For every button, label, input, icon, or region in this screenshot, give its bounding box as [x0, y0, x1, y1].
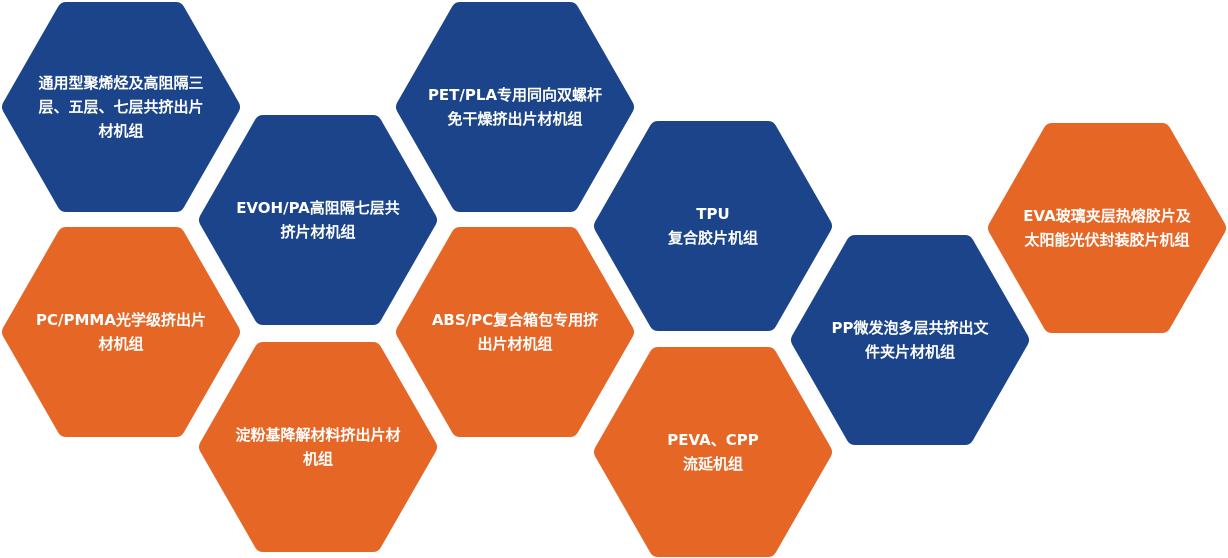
- hexagon-shape: [396, 2, 634, 212]
- hex-tpu: TPU 复合胶片机组: [593, 120, 833, 332]
- label-line: 件夹片材机组: [864, 343, 955, 361]
- label-line: EVA玻璃夹层热熔胶片及: [1023, 207, 1191, 225]
- hexagon-label: TPU 复合胶片机组: [615, 120, 811, 332]
- hexagon-label: 通用型聚烯烃及高阻隔三层、五层、七层共挤出片材机组: [23, 1, 219, 213]
- label-line: 通用型聚烯烃及高阻隔三: [38, 74, 204, 92]
- hexagon-shape: [2, 2, 240, 212]
- label-line: 材机组: [98, 335, 144, 353]
- hex-starch-degradable: 淀粉基降解材料挤出片材机组: [198, 341, 438, 553]
- label-line: ABS/PC复合箱包专用挤: [431, 311, 599, 329]
- label-line: 层、五层、七层共挤出片: [38, 98, 204, 116]
- hexagon-shape: [594, 347, 832, 557]
- hexagon-label: PET/PLA专用同向双螺杆免干燥挤出片材机组: [417, 1, 613, 213]
- label-line: 免干燥挤出片材机组: [447, 110, 583, 128]
- hex-peva-cpp: PEVA、CPP 流延机组: [593, 346, 833, 558]
- hex-evoh-pa: EVOH/PA高阻隔七层共挤片材机组: [198, 114, 438, 326]
- label-line: 挤片材机组: [280, 223, 356, 241]
- hexagon-shape: [396, 227, 634, 437]
- label-line: 淀粉基降解材料挤出片材: [235, 426, 401, 444]
- hex-abs-pc: ABS/PC复合箱包专用挤出片材机组: [395, 226, 635, 438]
- label-line: 材机组: [98, 122, 144, 140]
- hex-eva: EVA玻璃夹层热熔胶片及太阳能光伏封装胶片机组: [987, 122, 1227, 334]
- hexagon-shape: [594, 121, 832, 331]
- hexagon-shape: [791, 235, 1029, 445]
- hexagon-label: EVA玻璃夹层热熔胶片及太阳能光伏封装胶片机组: [1009, 122, 1205, 334]
- label-line: 流延机组: [682, 455, 743, 473]
- label-line: 机组: [302, 450, 333, 468]
- label-line: 出片材机组: [477, 335, 553, 353]
- hex-polyolefin-multilayer: 通用型聚烯烃及高阻隔三层、五层、七层共挤出片材机组: [1, 1, 241, 213]
- hexagon-shape: [2, 227, 240, 437]
- hexagon-label: ABS/PC复合箱包专用挤出片材机组: [417, 226, 613, 438]
- label-line: 复合胶片机组: [667, 229, 758, 247]
- label-line: EVOH/PA高阻隔七层共: [236, 199, 400, 217]
- hexagon-shape: [988, 123, 1226, 333]
- label-line: PC/PMMA光学级挤出片: [36, 311, 206, 329]
- hexagon-label: 淀粉基降解材料挤出片材机组: [220, 341, 416, 553]
- label-line: PET/PLA专用同向双螺杆: [427, 86, 603, 104]
- hexagon-label: PC/PMMA光学级挤出片材机组: [23, 226, 219, 438]
- label-line: 太阳能光伏封装胶片机组: [1024, 231, 1190, 249]
- hexagon-label: PEVA、CPP 流延机组: [615, 346, 811, 558]
- hexagon-shape: [199, 342, 437, 552]
- hex-pc-pmma: PC/PMMA光学级挤出片材机组: [1, 226, 241, 438]
- hex-pet-pla: PET/PLA专用同向双螺杆免干燥挤出片材机组: [395, 1, 635, 213]
- hex-pp-foam: PP微发泡多层共挤出文件夹片材机组: [790, 234, 1030, 446]
- label-line: TPU: [696, 205, 730, 223]
- hexagon-label: EVOH/PA高阻隔七层共挤片材机组: [220, 114, 416, 326]
- label-line: PP微发泡多层共挤出文: [831, 319, 989, 337]
- hexagon-label: PP微发泡多层共挤出文件夹片材机组: [812, 234, 1008, 446]
- hexagon-shape: [199, 115, 437, 325]
- label-line: PEVA、CPP: [667, 431, 759, 449]
